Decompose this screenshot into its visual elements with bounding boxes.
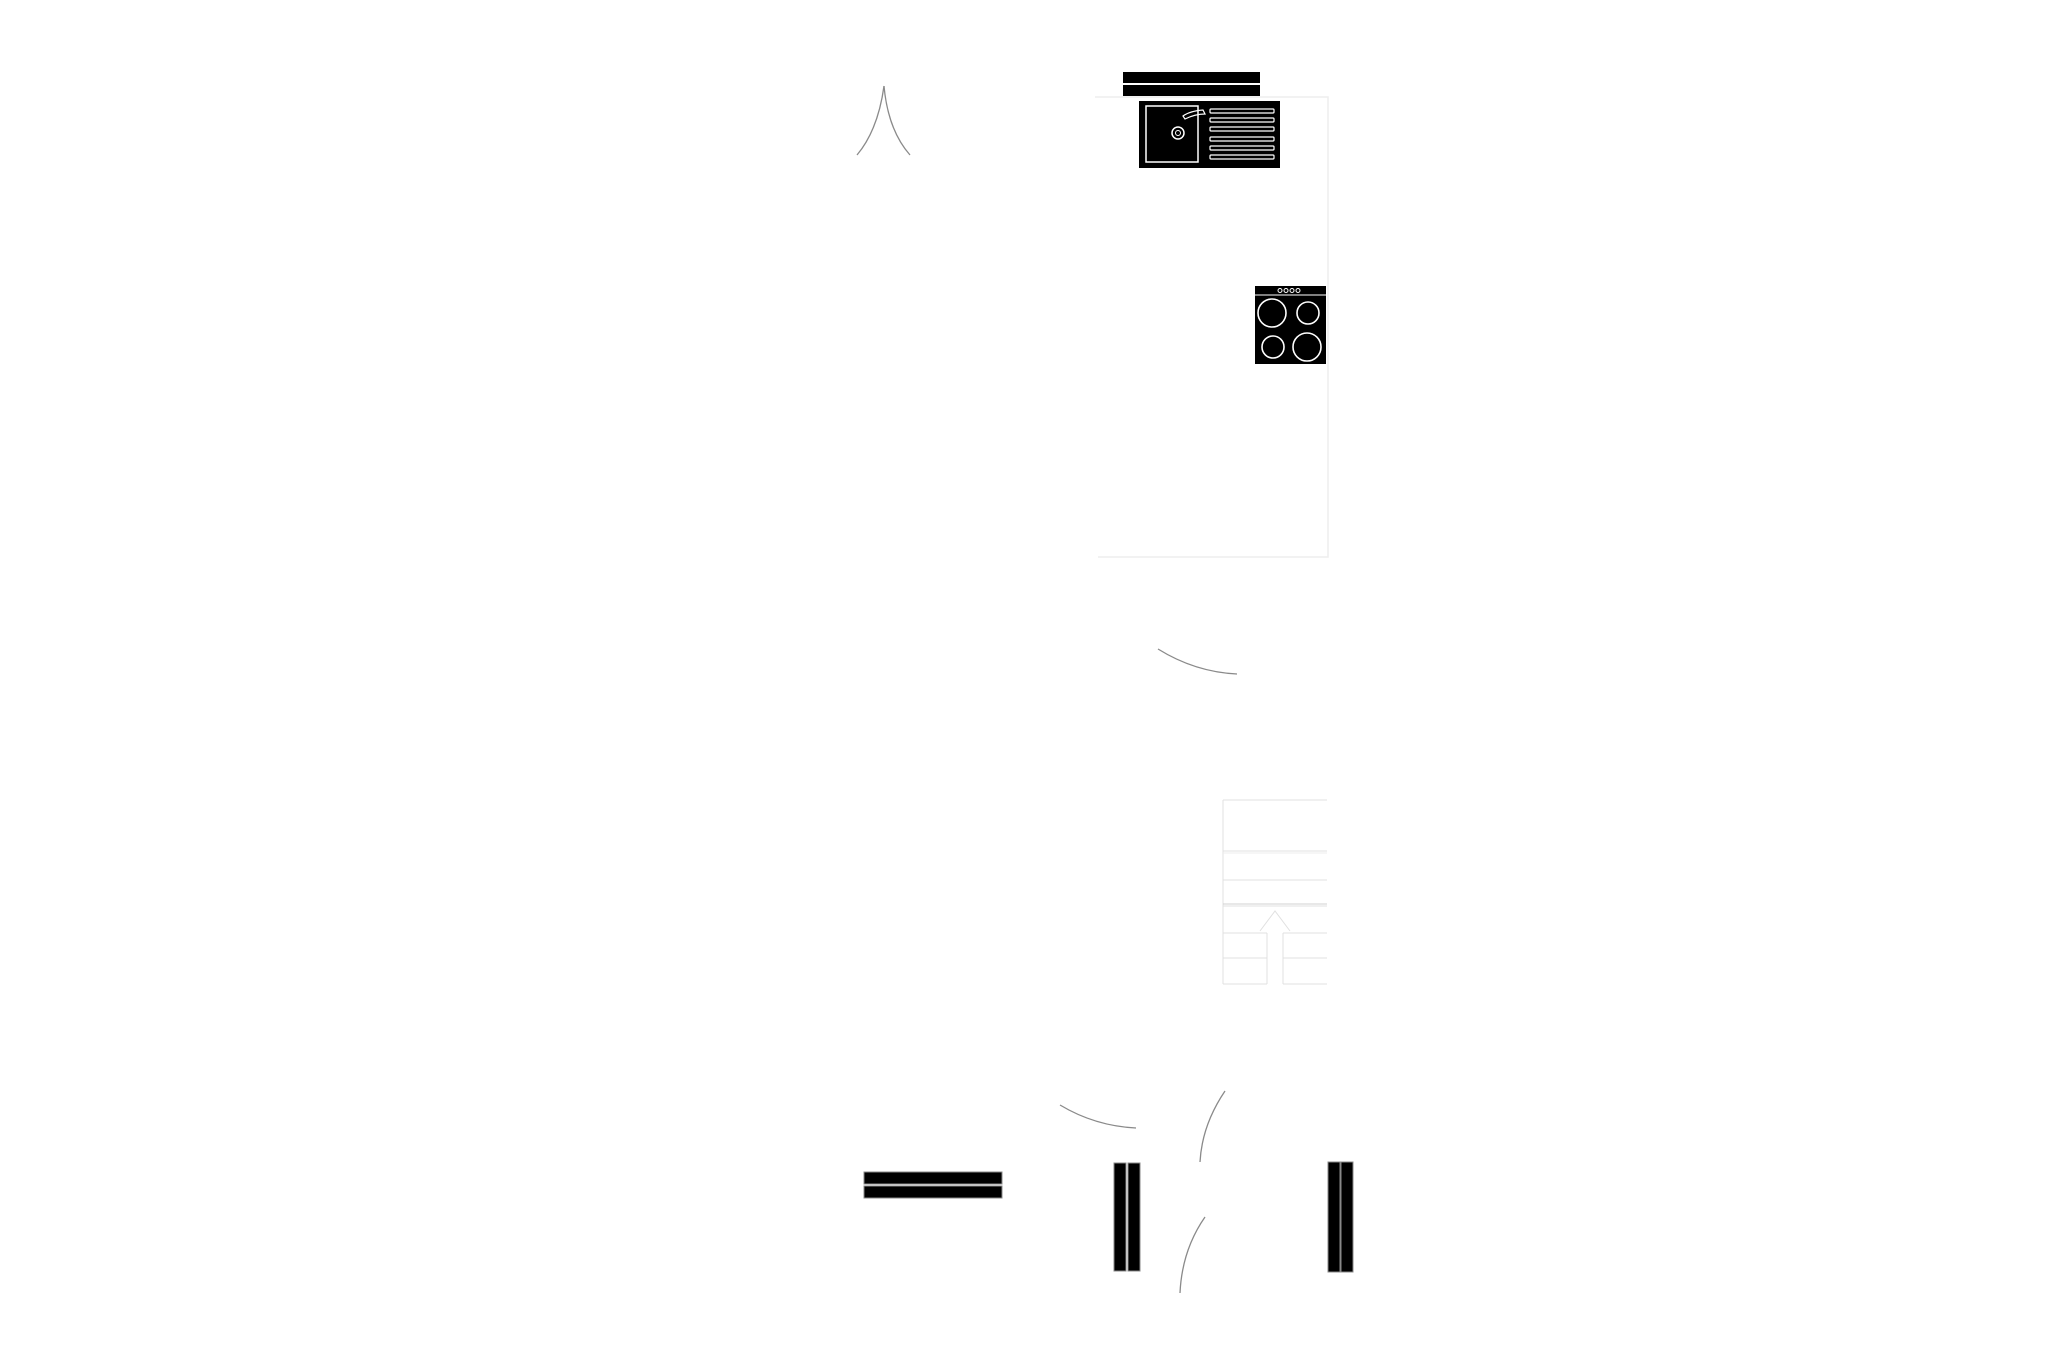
door-arc-top-left xyxy=(856,85,885,156)
stair-direction-arrow-icon xyxy=(1259,910,1291,932)
door-arc-bottom-center xyxy=(1199,1090,1226,1163)
stove-icon xyxy=(1255,286,1326,364)
kitchen-counter-outline xyxy=(1095,96,1329,558)
door-arc-top-right xyxy=(883,85,911,156)
door-swings xyxy=(856,85,1238,1294)
sink-icon xyxy=(1139,101,1280,168)
staircase xyxy=(1222,799,1327,985)
door-arc-bottom-lower xyxy=(1179,1216,1206,1294)
window-top xyxy=(1123,72,1260,96)
window-bottom-right xyxy=(1327,1161,1354,1273)
window-left xyxy=(863,1171,1003,1199)
door-arc-middle xyxy=(1157,648,1238,675)
window-bottom-left xyxy=(1113,1162,1141,1272)
door-arc-bottom-left xyxy=(1059,1104,1137,1129)
